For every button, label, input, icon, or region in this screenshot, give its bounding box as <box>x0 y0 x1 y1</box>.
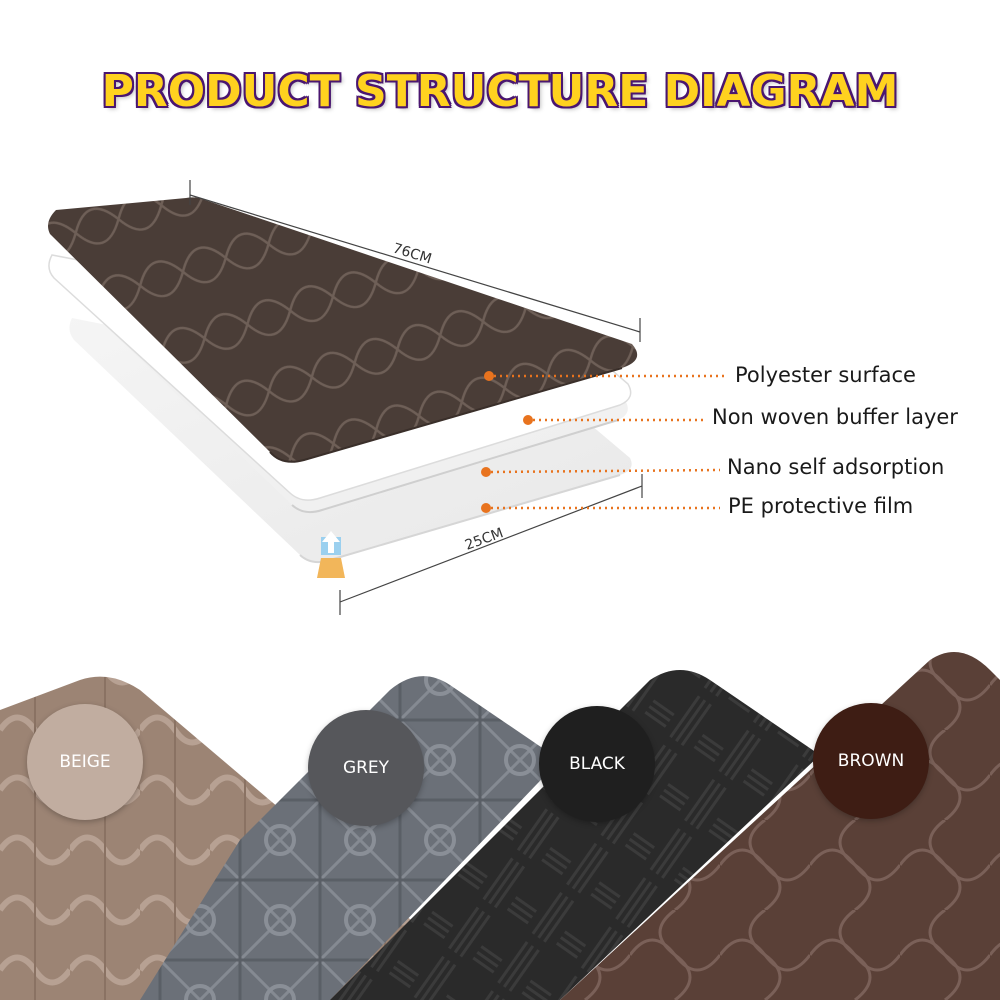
color-swatches: BEIGE GREY BLACK BROWN <box>0 640 1000 1000</box>
peel-arrow-icon <box>317 531 345 578</box>
label-nonwoven-buffer: Non woven buffer layer <box>712 405 958 429</box>
label-nano-adsorption: Nano self adsorption <box>727 455 945 479</box>
leader-nano <box>481 467 721 477</box>
swatch-grey <box>140 676 560 1000</box>
swatch-black <box>330 670 820 1000</box>
color-option-brown[interactable]: BROWN <box>813 703 929 819</box>
swatch-backgrounds <box>0 652 1000 1000</box>
color-option-beige[interactable]: BEIGE <box>27 704 143 820</box>
width-label: 25CM <box>463 525 506 554</box>
length-label: 76CM <box>391 241 434 268</box>
leader-pe <box>481 503 720 513</box>
leader-nonwoven <box>523 415 704 425</box>
page-title: PRODUCT STRUCTURE DIAGRAM <box>101 66 899 117</box>
color-option-grey[interactable]: GREY <box>308 710 424 826</box>
layer-polyester <box>48 197 638 463</box>
structure-diagram: 76CM 25CM <box>48 180 727 615</box>
label-polyester-surface: Polyester surface <box>735 363 916 387</box>
leader-polyester <box>484 371 727 381</box>
label-pe-film: PE protective film <box>728 494 914 518</box>
color-option-black[interactable]: BLACK <box>539 706 655 822</box>
